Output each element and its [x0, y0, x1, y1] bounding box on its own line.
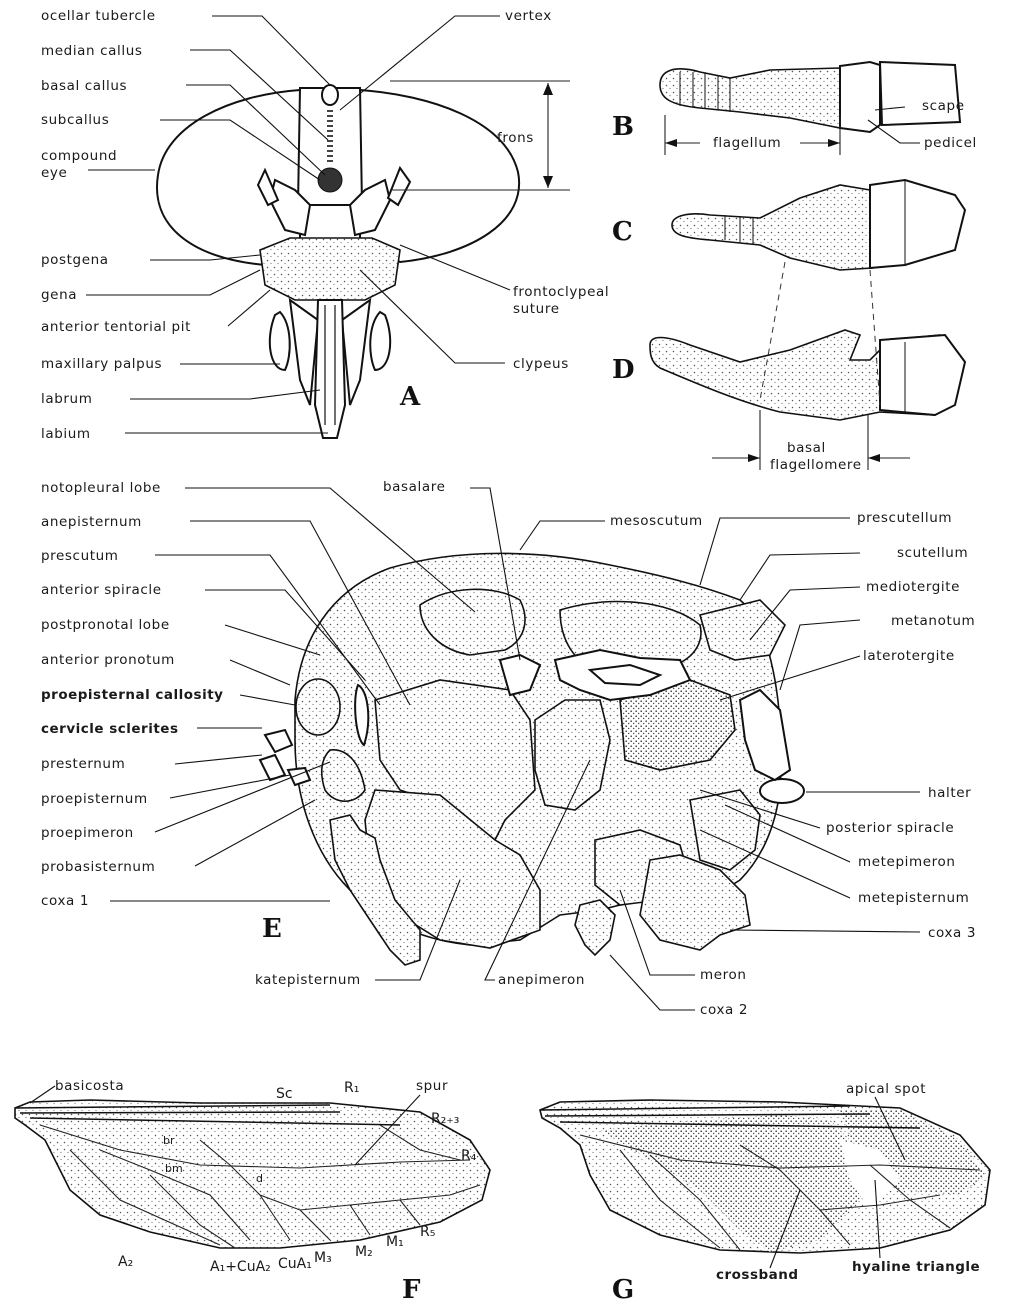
panel-letter-g: G [612, 1275, 634, 1303]
label-mediotergite: mediotergite [866, 579, 960, 595]
label-clypeus: clypeus [513, 356, 569, 372]
label-metanotum: metanotum [891, 613, 975, 629]
label-gena: gena [41, 287, 77, 303]
label-notopleural-lobe: notopleural lobe [41, 480, 161, 496]
panel-g-wing: apical spot crossband hyaline triangle G [540, 1081, 990, 1303]
label-metepisternum: metepisternum [858, 890, 969, 906]
label-posterior-spiracle: posterior spiracle [826, 820, 954, 836]
label-d: d [256, 1172, 263, 1185]
label-probasisternum: probasisternum [41, 859, 155, 875]
label-r4: R₄ [461, 1148, 477, 1164]
label-a2: A₂ [118, 1254, 133, 1270]
label-mesoscutum: mesoscutum [610, 513, 703, 529]
label-crossband: crossband [716, 1267, 799, 1283]
label-subcallus: subcallus [41, 112, 109, 128]
label-coxa-3: coxa 3 [928, 925, 976, 941]
label-basal-flagellomere-1: basal [787, 440, 826, 456]
label-scutellum: scutellum [897, 545, 968, 561]
label-m2: M₂ [355, 1244, 373, 1260]
label-r5: R₅ [420, 1224, 435, 1240]
label-maxillary-palpus: maxillary palpus [41, 356, 162, 372]
label-apical-spot: apical spot [846, 1081, 926, 1097]
label-bm: bm [165, 1162, 183, 1175]
label-prescutum: prescutum [41, 548, 119, 564]
label-meron: meron [700, 967, 747, 983]
label-postpronotal-lobe: postpronotal lobe [41, 617, 170, 633]
label-median-callus: median callus [41, 43, 142, 59]
label-sc: Sc [276, 1086, 293, 1102]
label-presternum: presternum [41, 756, 125, 772]
label-anepisternum: anepisternum [41, 514, 142, 530]
label-coxa-2: coxa 2 [700, 1002, 748, 1018]
label-proepisternum: proepisternum [41, 791, 148, 807]
label-scape: scape [922, 98, 965, 114]
label-proepisternal-callosity: proepisternal callosity [41, 687, 223, 703]
compound-eye-right-shape [360, 90, 519, 262]
label-anterior-spiracle: anterior spiracle [41, 582, 162, 598]
label-basal-callus: basal callus [41, 78, 127, 94]
label-basalare: basalare [383, 479, 446, 495]
label-spur: spur [416, 1078, 448, 1094]
label-flagellum: flagellum [713, 135, 781, 151]
panel-letter-a: A [399, 382, 421, 412]
label-metepimeron: metepimeron [858, 854, 956, 870]
panel-letter-b: B [612, 112, 634, 142]
label-m1: M₁ [386, 1234, 404, 1250]
panel-d-antenna: basal flagellomere D [612, 262, 965, 473]
label-vertex: vertex [505, 8, 552, 24]
label-r2-3: R₂₊₃ [431, 1111, 459, 1127]
label-cervicle-sclerites: cervicle sclerites [41, 721, 178, 737]
label-compound-eye-1: compound [41, 148, 117, 164]
label-pedicel: pedicel [924, 135, 977, 151]
compound-eye-left-shape [157, 90, 300, 265]
label-postgena: postgena [41, 252, 109, 268]
label-basicosta: basicosta [55, 1078, 124, 1094]
label-halter: halter [928, 785, 971, 801]
label-basal-flagellomere-2: flagellomere [770, 457, 862, 473]
label-compound-eye-2: eye [41, 165, 67, 181]
label-frontoclypeal-1: frontoclypeal [513, 284, 609, 300]
label-a1-cua2: A₁+CuA₂ [210, 1259, 271, 1275]
label-prescutellum: prescutellum [857, 510, 952, 526]
panel-e-thorax [260, 553, 804, 965]
panel-f-wing: basicosta Sc R₁ spur R₂₊₃ R₄ R₅ M₁ M₂ M₃… [15, 1078, 490, 1303]
panel-letter-d: D [612, 355, 635, 385]
label-frons: frons [497, 130, 534, 146]
label-laterotergite: laterotergite [863, 648, 955, 664]
panel-letter-f: F [402, 1275, 421, 1303]
label-anterior-tentorial-pit: anterior tentorial pit [41, 319, 191, 335]
label-anepimeron: anepimeron [498, 972, 585, 988]
label-anterior-pronotum: anterior pronotum [41, 652, 175, 668]
label-labium: labium [41, 426, 91, 442]
panel-c-antenna: C [612, 180, 965, 270]
label-hyaline-triangle: hyaline triangle [852, 1259, 980, 1275]
panel-letter-e: E [262, 914, 282, 944]
label-r1: R₁ [344, 1080, 359, 1096]
panel-b-antenna: scape pedicel flagellum B [612, 62, 977, 155]
label-proepimeron: proepimeron [41, 825, 134, 841]
label-katepisternum: katepisternum [255, 972, 361, 988]
label-m3: M₃ [314, 1250, 332, 1266]
label-cua1: CuA₁ [278, 1256, 312, 1272]
label-ocellar-tubercle: ocellar tubercle [41, 8, 156, 24]
label-frontoclypeal-2: suture [513, 301, 560, 317]
label-labrum: labrum [41, 391, 92, 407]
panel-letter-c: C [612, 217, 633, 247]
label-br: br [163, 1134, 175, 1147]
label-coxa-1: coxa 1 [41, 893, 89, 909]
